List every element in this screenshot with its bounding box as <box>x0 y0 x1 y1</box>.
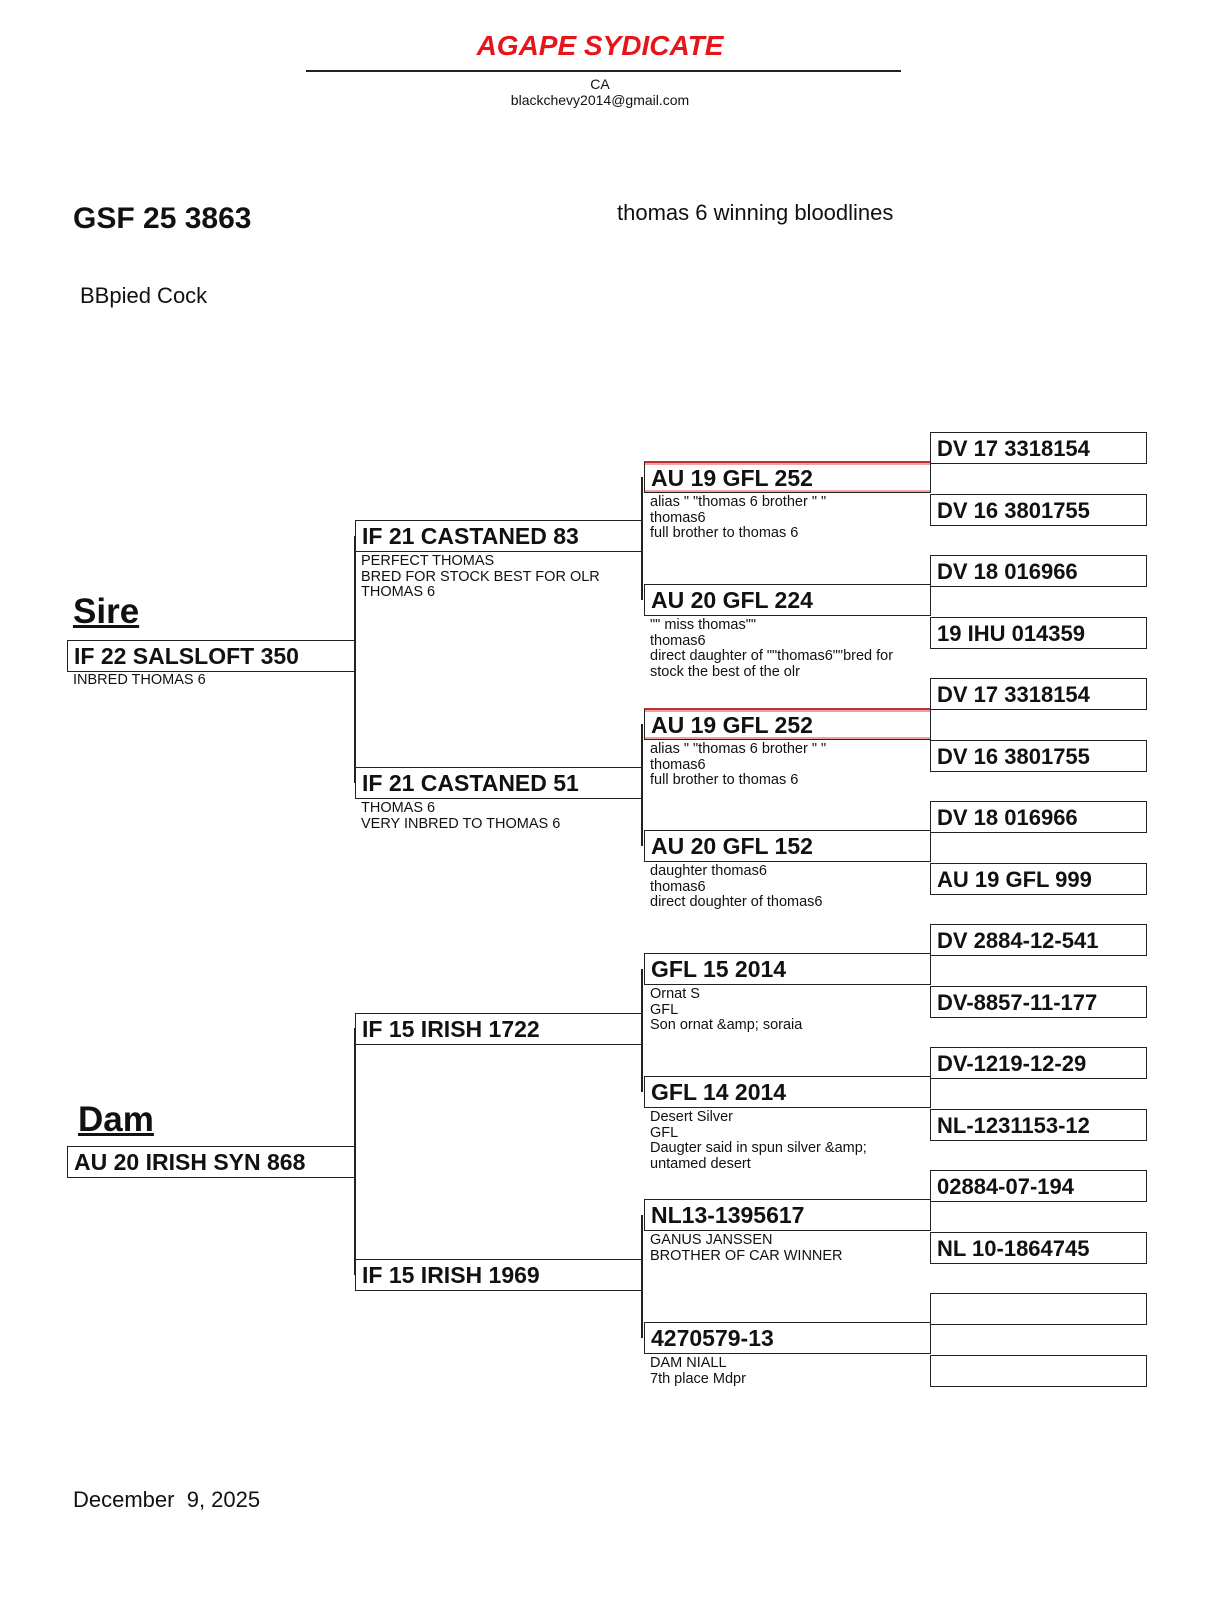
gen3-notes: DAM NIALL 7th place Mdpr <box>650 1355 746 1387</box>
gen4-box: DV 17 3318154 <box>930 678 1147 710</box>
gen2-box: IF 21 CASTANED 51 <box>355 767 642 799</box>
gen3-box-text: NL13-1395617 <box>651 1202 805 1228</box>
gen4-box: DV 17 3318154 <box>930 432 1147 464</box>
gen4-box: 19 IHU 014359 <box>930 617 1147 649</box>
gen2-notes: PERFECT THOMAS BRED FOR STOCK BEST FOR O… <box>361 553 600 600</box>
gen3-box-text: GFL 14 2014 <box>651 1079 787 1105</box>
gen3-box-text: GFL 15 2014 <box>651 956 787 982</box>
gen4-box: DV 16 3801755 <box>930 494 1147 526</box>
gen4-box <box>930 1355 1147 1387</box>
gen3-box-text: AU 19 GFL 252 <box>651 465 813 491</box>
gen4-box-text: NL-1231153-12 <box>937 1113 1090 1138</box>
gen3-box-text: 4270579-13 <box>651 1325 774 1351</box>
gen4-box: DV 18 016966 <box>930 555 1147 587</box>
gen2-box: IF 15 IRISH 1722 <box>355 1013 642 1045</box>
gen4-box: NL-1231153-12 <box>930 1109 1147 1141</box>
gen4-box-text: AU 19 GFL 999 <box>937 867 1092 892</box>
dam-box: AU 20 IRISH SYN 868 <box>67 1146 355 1178</box>
gen4-box: DV 16 3801755 <box>930 740 1147 772</box>
gen4-box: NL 10-1864745 <box>930 1232 1147 1264</box>
gen3-notes: alias " "thomas 6 brother " " thomas6 fu… <box>650 741 827 788</box>
gen2-box-text: IF 21 CASTANED 51 <box>362 770 579 796</box>
gen4-box-text: DV 2884-12-541 <box>937 928 1099 953</box>
gen2-box-text: IF 15 IRISH 1969 <box>362 1262 540 1288</box>
connector-line <box>641 724 643 846</box>
gen4-box: DV 2884-12-541 <box>930 924 1147 956</box>
gen4-box <box>930 1293 1147 1325</box>
gen4-box-text: 19 IHU 014359 <box>937 621 1085 646</box>
connector-line <box>354 1028 356 1275</box>
gen3-box: AU 19 GFL 252 <box>644 461 931 493</box>
gen3-box-text: AU 20 GFL 152 <box>651 833 813 859</box>
gen3-notes: "" miss thomas"" thomas6 direct daughter… <box>650 617 894 680</box>
gen3-box: AU 19 GFL 252 <box>644 708 931 740</box>
gen3-box-text: AU 20 GFL 224 <box>651 587 813 613</box>
header-divider <box>306 70 901 72</box>
print-date: December 9, 2025 <box>73 1487 261 1512</box>
gen3-notes: Ornat S GFL Son ornat &amp; soraia <box>650 986 803 1033</box>
gen2-box-text: IF 15 IRISH 1722 <box>362 1016 540 1042</box>
gen2-box: IF 21 CASTANED 83 <box>355 520 642 552</box>
gen3-notes: alias " "thomas 6 brother " " thomas6 fu… <box>650 494 827 541</box>
gen4-box-text: DV 16 3801755 <box>937 498 1090 523</box>
sire-name: IF 22 SALSLOFT 350 <box>74 643 299 669</box>
gen2-notes: THOMAS 6 VERY INBRED TO THOMAS 6 <box>361 800 561 832</box>
gen3-box: 4270579-13 <box>644 1322 931 1354</box>
gen3-notes: daughter thomas6 thomas6 direct doughter… <box>650 863 823 910</box>
gen4-box: DV-1219-12-29 <box>930 1047 1147 1079</box>
gen3-box: AU 20 GFL 224 <box>644 584 931 616</box>
gen4-box-text: DV 17 3318154 <box>937 436 1090 461</box>
gen3-box: NL13-1395617 <box>644 1199 931 1231</box>
dam-label: Dam <box>78 1100 154 1139</box>
gen4-box: 02884-07-194 <box>930 1170 1147 1202</box>
gen4-box: DV 18 016966 <box>930 801 1147 833</box>
gen3-box: GFL 14 2014 <box>644 1076 931 1108</box>
gen3-box: GFL 15 2014 <box>644 953 931 985</box>
gen4-box-text: NL 10-1864745 <box>937 1236 1090 1261</box>
connector-line <box>641 1215 643 1338</box>
gen4-box: DV-8857-11-177 <box>930 986 1147 1018</box>
gen4-box-text: DV 18 016966 <box>937 805 1078 830</box>
gen2-box-text: IF 21 CASTANED 83 <box>362 523 579 549</box>
dam-name: AU 20 IRISH SYN 868 <box>74 1149 306 1175</box>
gen2-box: IF 15 IRISH 1969 <box>355 1259 642 1291</box>
gen3-box-text: AU 19 GFL 252 <box>651 712 813 738</box>
gen4-box-text: DV 16 3801755 <box>937 744 1090 769</box>
gen4-box-text: DV 17 3318154 <box>937 682 1090 707</box>
bird-color-sex: BBpied Cock <box>80 283 208 308</box>
sire-notes: INBRED THOMAS 6 <box>73 672 206 688</box>
connector-line <box>641 477 643 600</box>
bird-ring-number: GSF 25 3863 <box>73 202 252 235</box>
bird-tagline: thomas 6 winning bloodlines <box>617 200 894 225</box>
gen3-box: AU 20 GFL 152 <box>644 830 931 862</box>
gen4-box: AU 19 GFL 999 <box>930 863 1147 895</box>
connector-line <box>354 536 356 783</box>
gen3-notes: Desert Silver GFL Daugter said in spun s… <box>650 1109 867 1172</box>
gen4-box-text: DV-8857-11-177 <box>937 990 1098 1015</box>
breeder-title: AGAPE SYDICATE <box>476 30 724 61</box>
breeder-location: CA <box>590 76 610 92</box>
breeder-email: blackchevy2014@gmail.com <box>510 92 690 108</box>
gen4-box-text: DV 18 016966 <box>937 559 1078 584</box>
gen3-notes: GANUS JANSSEN BROTHER OF CAR WINNER <box>650 1232 843 1264</box>
gen4-box-text: DV-1219-12-29 <box>937 1051 1087 1076</box>
connector-line <box>641 969 643 1092</box>
sire-label: Sire <box>73 592 140 631</box>
gen4-box-text: 02884-07-194 <box>937 1174 1075 1199</box>
sire-box: IF 22 SALSLOFT 350 <box>67 640 355 672</box>
